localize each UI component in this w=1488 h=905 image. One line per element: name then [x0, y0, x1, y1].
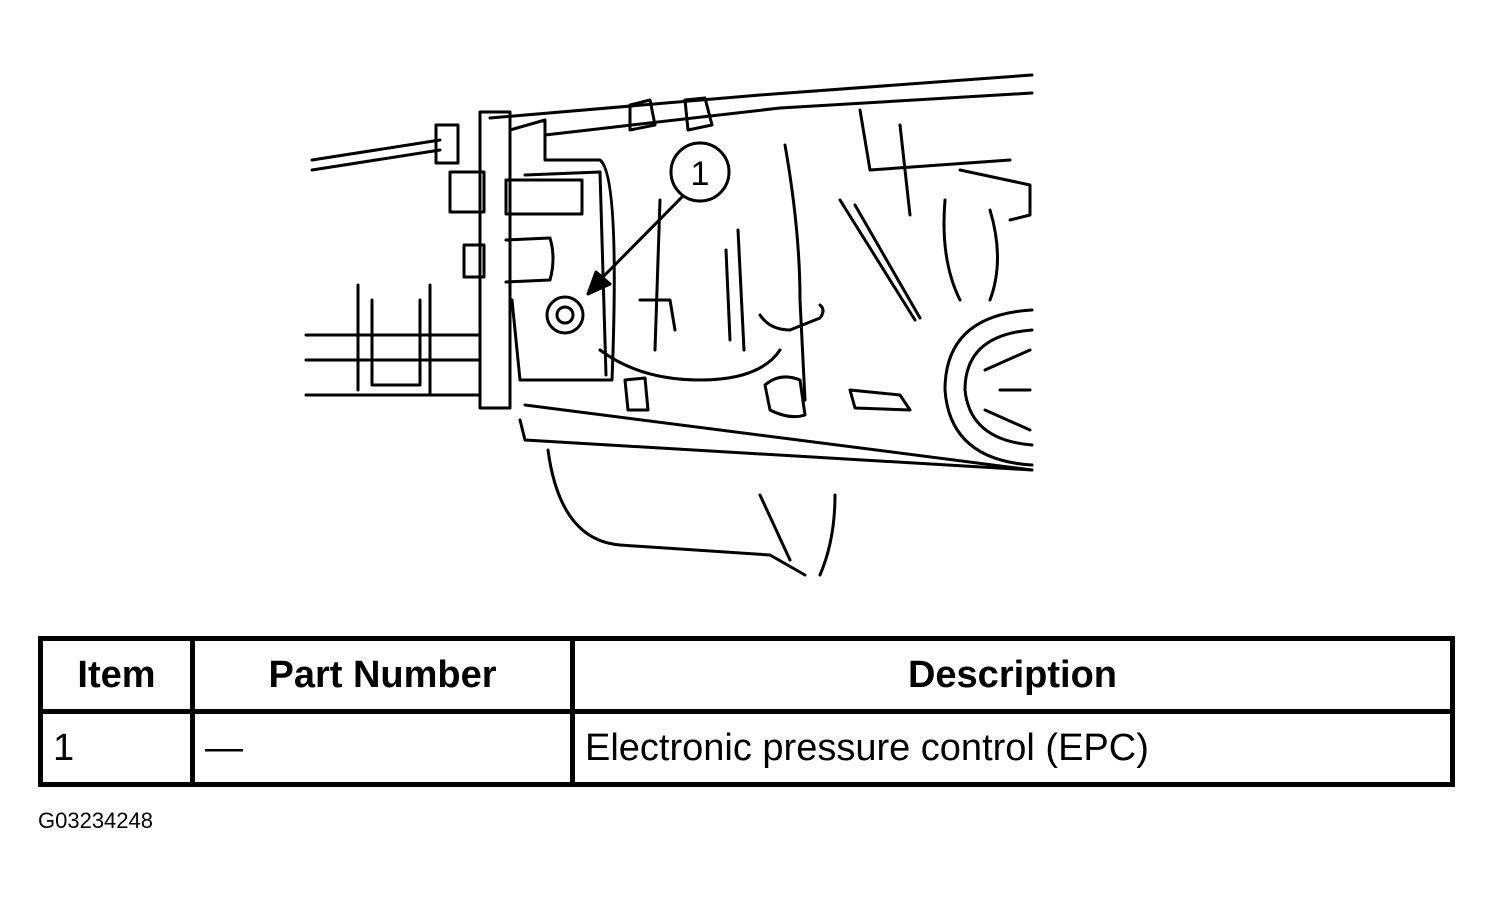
shaft-lines	[310, 138, 442, 172]
callout-label: 1	[691, 155, 710, 193]
flange-bolt-top	[434, 123, 460, 165]
cell-description: Electronic pressure control (EPC)	[570, 709, 1455, 787]
parts-table: Item Part Number Description 1 — Electro…	[38, 636, 1455, 787]
callout-circle	[669, 141, 731, 203]
housing-top-edge	[488, 73, 1034, 120]
header-part-number: Part Number	[190, 636, 575, 714]
header-item: Item	[38, 636, 195, 714]
output-flange	[943, 308, 1034, 467]
main-case	[508, 118, 616, 382]
valve-body-details	[598, 96, 782, 412]
figure-id: G03234248	[38, 808, 153, 833]
flange-bolt-mid	[462, 243, 486, 279]
wiring-harness	[758, 143, 922, 419]
case-wall	[523, 170, 608, 377]
cell-part-number: —	[190, 709, 575, 787]
epc-solenoid	[545, 295, 585, 335]
table-header-row: Item Part Number Description	[38, 636, 1455, 714]
boss-left	[504, 178, 584, 216]
flange-plate	[478, 110, 512, 410]
housing-top-edge-inner	[543, 91, 1034, 137]
tube-stub	[504, 236, 555, 284]
transmission-illustration: 1	[304, 73, 1034, 577]
output-flange-spokes	[983, 348, 1032, 432]
epc-solenoid-center	[555, 305, 575, 325]
case-ribs	[848, 108, 1032, 412]
callout-arrowhead	[586, 270, 612, 296]
output-flange-inner	[963, 328, 1034, 447]
header-description: Description	[570, 636, 1455, 714]
table-row: 1 — Electronic pressure control (EPC)	[38, 709, 1455, 787]
oil-pan	[518, 403, 1034, 577]
callout-leader	[596, 194, 685, 284]
left-bracket	[304, 283, 482, 397]
flange-block	[448, 170, 486, 214]
cell-item: 1	[38, 709, 195, 787]
